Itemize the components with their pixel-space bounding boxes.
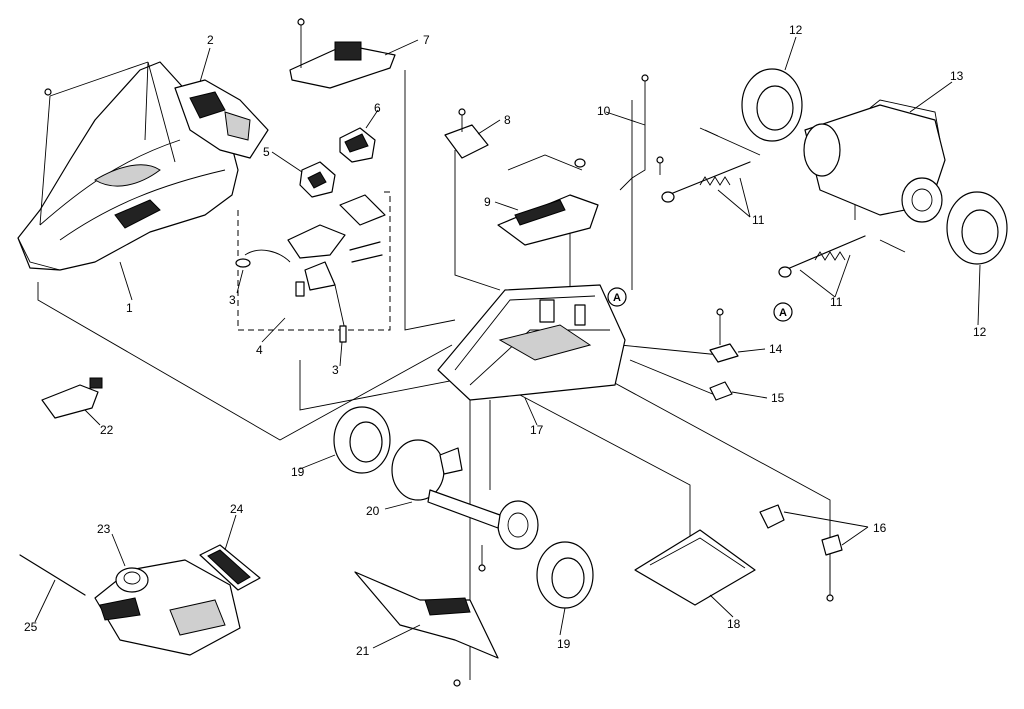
- part-24-battery-panel: [199, 544, 261, 591]
- part-21-front-wing: [354, 571, 499, 687]
- callout-22: 22: [100, 423, 114, 437]
- part-6-relay: [339, 127, 376, 163]
- callout-3-right: 3: [332, 363, 339, 377]
- part-4-linkage-assembly: [235, 191, 391, 343]
- part-16-clips: [759, 504, 843, 602]
- callout-7: 7: [423, 33, 430, 47]
- callout-16: 16: [873, 521, 887, 535]
- callout-5: 5: [263, 145, 270, 159]
- callout-1: 1: [126, 301, 133, 315]
- callout-21: 21: [356, 644, 370, 658]
- callout-24: 24: [230, 502, 244, 516]
- callout-23: 23: [97, 522, 111, 536]
- part-20-front-axle: [391, 439, 539, 572]
- part-22-connector: [41, 377, 103, 419]
- callout-19-left: 19: [291, 465, 305, 479]
- callout-9: 9: [484, 195, 491, 209]
- callout-15: 15: [771, 391, 785, 405]
- part-7-top-board: [289, 18, 396, 89]
- callout-11-bottom: 11: [830, 295, 843, 309]
- callout-20: 20: [366, 504, 380, 518]
- part-13-rear-gearbox: [803, 99, 946, 223]
- part-1-body-shell: [17, 61, 239, 271]
- part-15-clip: [709, 381, 733, 401]
- part-14-clip: [709, 308, 739, 363]
- callout-19-right: 19: [557, 637, 571, 651]
- callout-labels: 1 2 3 3 4 5 6 7 8 9 10 11 11 12 12 13 14…: [24, 23, 987, 658]
- part-10-wire: [619, 74, 664, 191]
- connection-markers: A A: [607, 287, 793, 322]
- callout-4: 4: [256, 343, 263, 357]
- part-19-front-tires: [333, 406, 594, 609]
- part-12-rear-tires: [741, 68, 1008, 265]
- marker-a-chassis: A: [613, 292, 621, 304]
- callout-14: 14: [769, 342, 783, 356]
- callout-10: 10: [597, 104, 611, 118]
- callout-6: 6: [374, 101, 381, 115]
- callout-12-bottom: 12: [973, 325, 987, 339]
- callout-25: 25: [24, 620, 38, 634]
- part-25-antenna: [19, 554, 86, 596]
- part-18-battery-cover: [634, 529, 756, 606]
- callout-13: 13: [950, 69, 964, 83]
- part-5-switch: [299, 161, 336, 198]
- part-17-chassis: [437, 284, 626, 401]
- label-leaders: [34, 36, 981, 649]
- part-23-controller: [94, 559, 241, 656]
- marker-a-axle: A: [779, 307, 787, 319]
- callout-2: 2: [207, 33, 214, 47]
- part-9-motor-board: [497, 154, 599, 246]
- callout-3-left: 3: [229, 293, 236, 307]
- callout-12-top: 12: [789, 23, 803, 37]
- callout-8: 8: [504, 113, 511, 127]
- part-11-axle-springs: [661, 129, 906, 278]
- callout-11-top: 11: [752, 213, 765, 227]
- part-2-canopy: [174, 79, 269, 159]
- callout-18: 18: [727, 617, 741, 631]
- callout-17: 17: [530, 423, 544, 437]
- part-8-bracket: [444, 108, 489, 159]
